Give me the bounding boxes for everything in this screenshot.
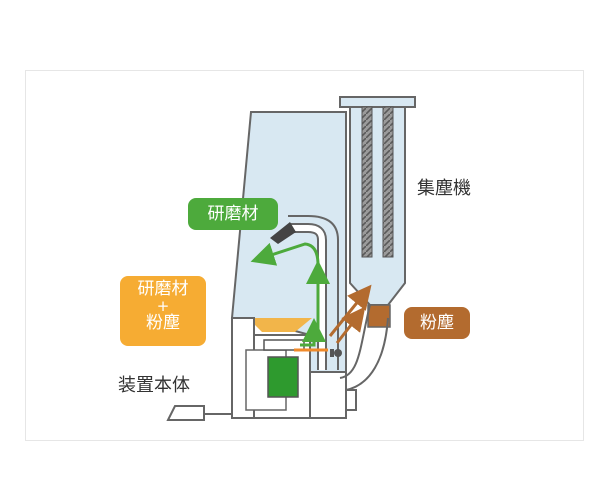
collector-cap: [339, 96, 416, 108]
label-dust-collector: 集塵機: [417, 178, 471, 199]
label-abrasive: 研磨材: [188, 198, 278, 230]
valve: [334, 349, 342, 357]
mix-line1: 研磨材: [137, 279, 189, 299]
sand-pile: [248, 318, 312, 332]
filter-right: [382, 106, 394, 258]
label-abrasive-plus-dust: 研磨材 + 粉塵: [120, 276, 206, 346]
label-dust: 粉塵: [404, 307, 470, 339]
dust-collector: [349, 106, 406, 306]
abrasive-container: [267, 356, 299, 398]
label-main-unit: 装置本体: [118, 375, 190, 396]
foot-pedal: [166, 405, 205, 421]
nozzle: [270, 222, 296, 244]
mix-line2: 粉塵: [146, 313, 180, 333]
mix-plus: +: [156, 297, 170, 315]
filter-left: [361, 106, 373, 258]
